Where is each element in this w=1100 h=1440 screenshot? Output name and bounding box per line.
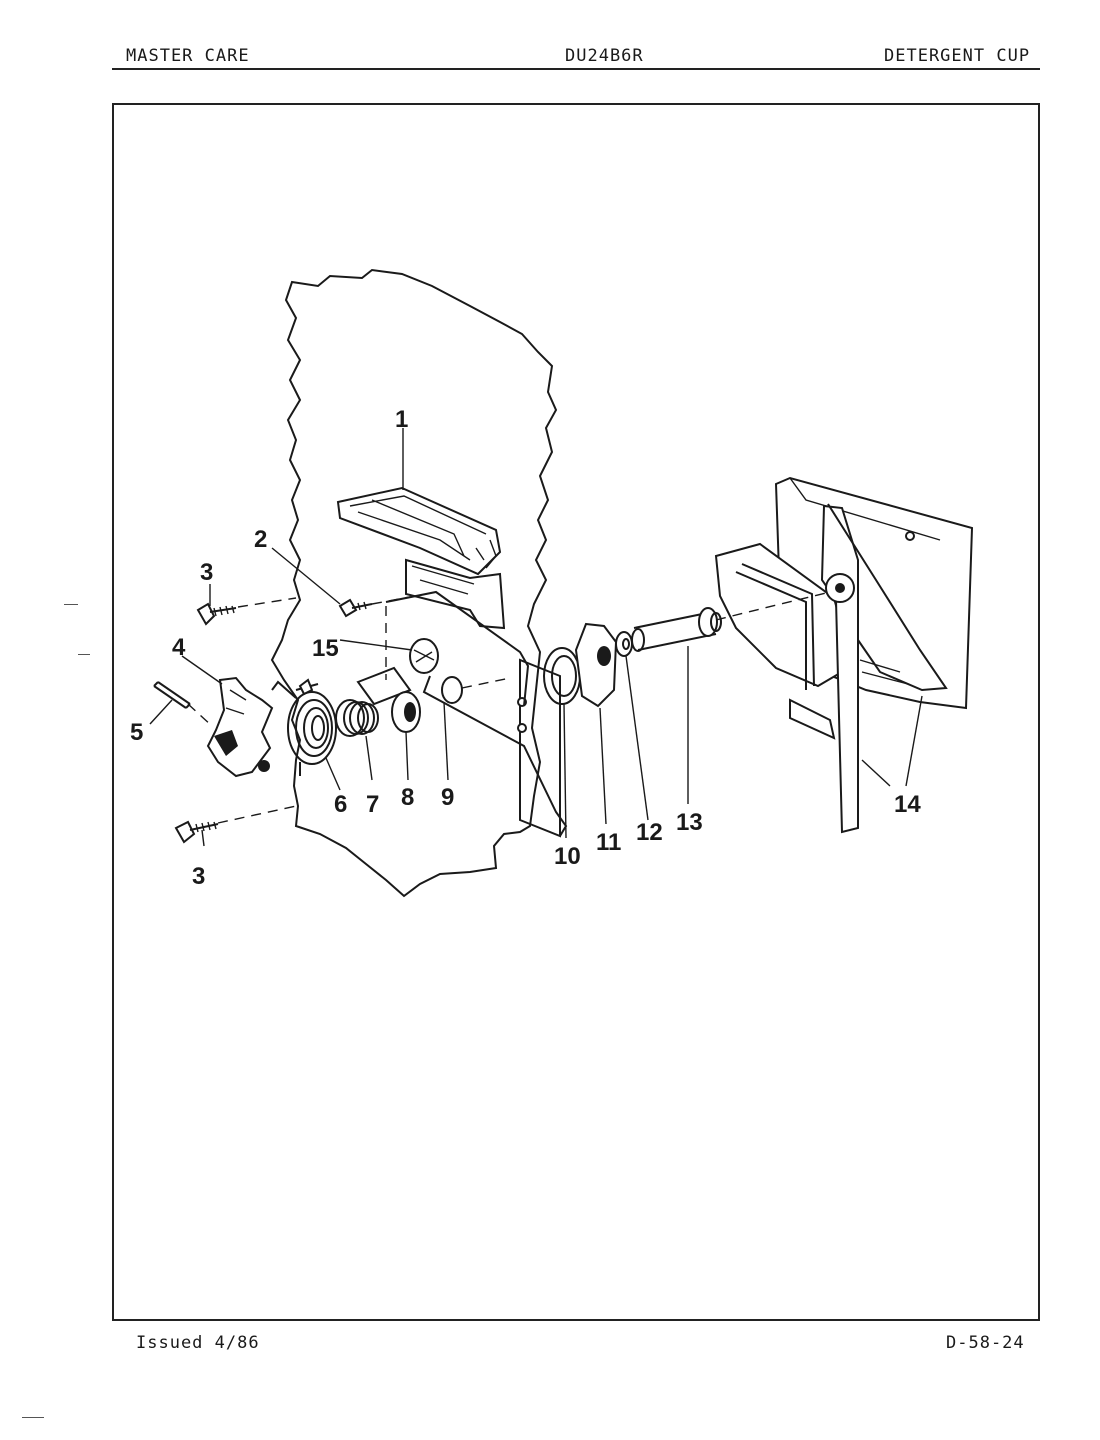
part-4-latch [206,676,274,778]
callout-11: 11 [596,829,621,856]
callout-13: 13 [676,809,703,836]
part-13-shaft [631,607,722,652]
part-5-pin [153,681,191,709]
margin-mark [22,1417,44,1418]
header-section: DETERGENT CUP [884,46,1031,66]
header-brand: MASTER CARE [126,46,250,66]
header-rule [112,68,1040,70]
callout-4: 4 [172,634,186,661]
margin-mark [78,654,90,655]
footer-issued: Issued 4/86 [136,1333,260,1353]
part-14-cup-cover [714,476,974,834]
part-11-hex-nut [574,622,618,708]
part-7-compression-spring [335,699,379,737]
leader-lines [149,428,923,847]
callout-10: 10 [554,843,581,870]
callout-2: 2 [254,526,267,553]
o-ring-small [441,676,463,704]
callout-7: 7 [366,791,379,818]
callout-14: 14 [894,791,921,818]
callout-8: 8 [401,784,414,811]
part-10-gasket [543,647,581,705]
callout-6: 6 [334,791,347,818]
part-6-torsion-spring [271,680,337,776]
part-12-washer [615,631,633,657]
part-2-screw [338,598,373,618]
part-1-cup-housing [336,486,506,630]
callout-5: 5 [130,719,143,746]
part-15-clip [409,638,439,674]
footer-page-code: D-58-24 [946,1333,1025,1353]
callout-1: 1 [395,406,408,433]
callout-3-top: 3 [200,559,213,586]
alignment-lines [187,591,831,824]
part-3-screw-bottom [174,820,219,844]
callout-12: 12 [636,819,663,846]
margin-mark [64,604,78,605]
header-model: DU24B6R [565,46,644,66]
callout-15: 15 [312,635,339,662]
part-8-actuator [295,666,421,733]
part-3-screw-top [196,602,237,626]
callout-labels: 1 2 3 3 4 5 6 7 8 9 10 11 12 13 14 15 [130,406,921,890]
callout-9: 9 [441,784,454,811]
diagram-frame [112,103,1040,1321]
callout-3-bottom: 3 [192,863,205,890]
